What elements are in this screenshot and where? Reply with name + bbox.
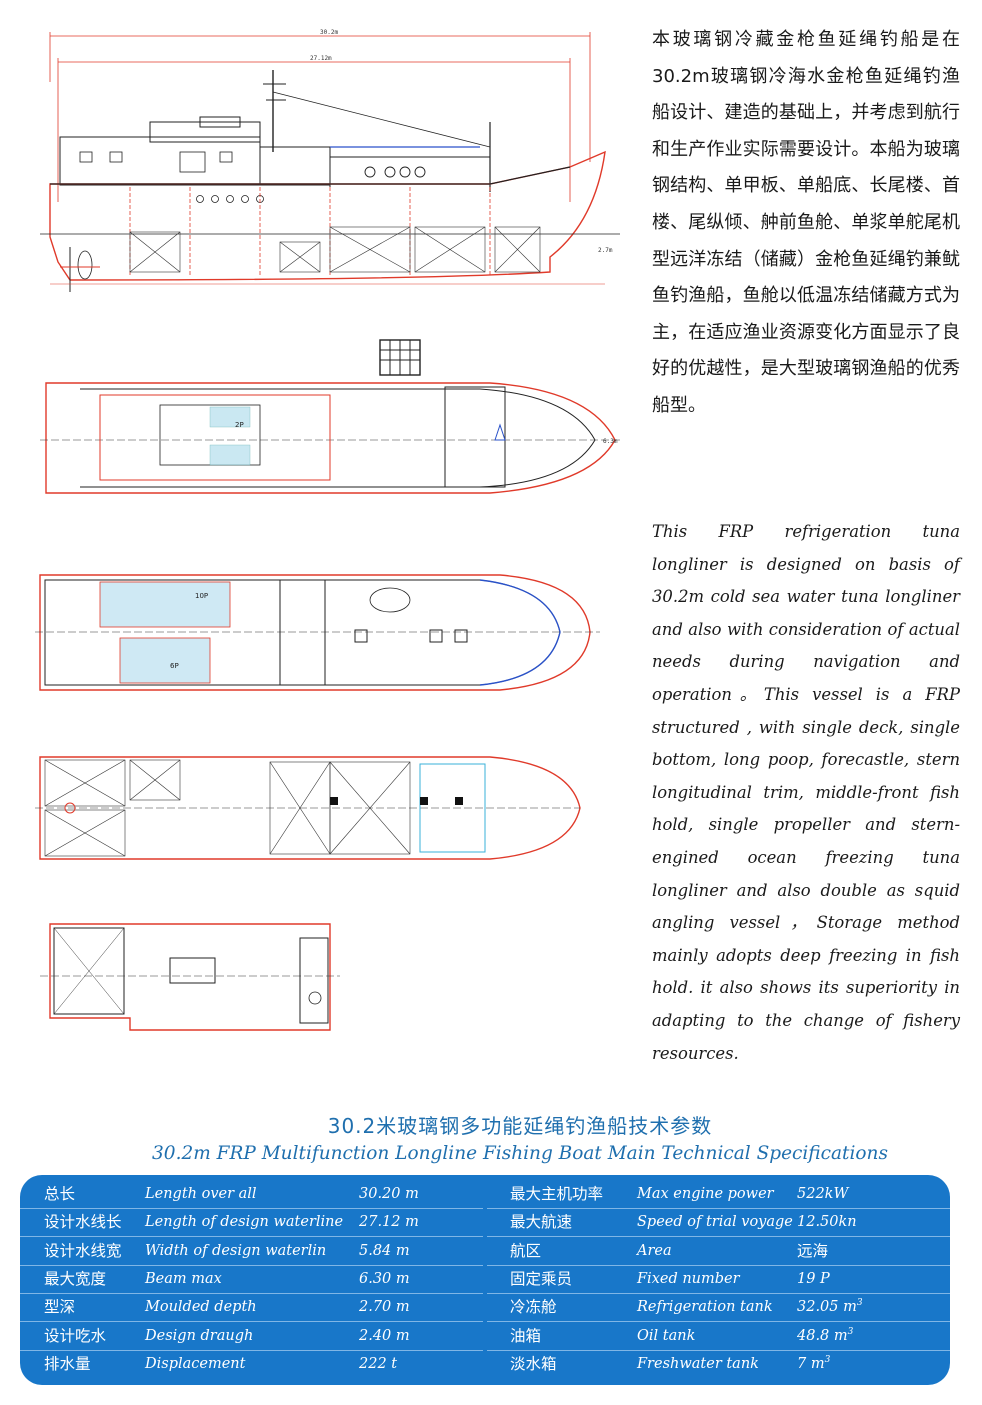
spec-label-zh: 排水量 [44, 1354, 91, 1373]
spec-row: 设计吃水 Design draugh 2.40 m [20, 1323, 483, 1351]
deck-plan-upper-svg: 2P 6.3m [40, 339, 620, 494]
unit-superscript: 3 [824, 1354, 831, 1365]
spec-row: 最大宽度 Beam max 6.30 m [20, 1266, 483, 1294]
hold-plan-svg [35, 756, 581, 860]
spec-label-zh: 最大主机功率 [510, 1185, 604, 1203]
spec-label-zh: 设计吃水 [44, 1326, 107, 1345]
spec-row: 型深 Moulded depth 2.70 m [20, 1294, 483, 1323]
unit-superscript: 3 [847, 1326, 854, 1337]
dim-depth-label: 2.7m [598, 247, 613, 254]
description-english: This FRP refrigeration tuna longliner is… [652, 522, 960, 1063]
dim-total-label: 30.2m [320, 29, 338, 36]
dim-beam-label: 6.3m [603, 438, 618, 445]
description-chinese: 本玻璃钢冷藏金枪鱼延绳钓船是在30.2m玻璃钢冷海水金枪鱼延绳钓渔船设计、建造的… [652, 29, 960, 416]
spec-label-zh: 冷冻舱 [510, 1298, 557, 1317]
spec-value: 远海 [797, 1241, 829, 1260]
wheelhouse-plan [30, 918, 350, 1038]
cabin-10p-label: 10P [195, 592, 208, 600]
spec-table-left: 总长 Length over all 30.20 m 设计水线长 Length of d… [20, 1181, 483, 1379]
cabin-6p-label: 6P [170, 662, 179, 670]
spec-value: 522kW [797, 1186, 849, 1202]
spec-value: 2.40 m [359, 1327, 410, 1344]
spec-label-zh: 最大宽度 [44, 1269, 107, 1288]
spec-label-zh: 航区 [510, 1241, 542, 1260]
spec-value: 222 t [359, 1355, 398, 1372]
spec-label-en: Max engine power [637, 1186, 774, 1202]
spec-label-en: Area [637, 1242, 672, 1259]
spec-value: 5.84 m [359, 1242, 410, 1259]
spec-value: 7 m3 [797, 1354, 831, 1372]
spec-label-en: Speed of trial voyage [637, 1214, 793, 1231]
spec-table: 总长 Length over all 30.20 m 设计水线长 Length of d… [20, 1175, 950, 1385]
dim-waterline-label: 27.12m [310, 55, 332, 62]
spec-row: 淡水箱 Freshwater tank 7 m3 [487, 1351, 950, 1378]
spec-label-en: Oil tank [637, 1327, 696, 1344]
profile-svg: 30.2m 27.12m [40, 29, 620, 292]
spec-label-en: Refrigeration tank [637, 1299, 773, 1316]
spec-label-en: Length of design waterline [145, 1214, 344, 1231]
spec-value: 6.30 m [359, 1270, 410, 1287]
spec-label-en: Displacement [145, 1355, 246, 1372]
spec-label-en: Width of design waterlin [145, 1242, 327, 1259]
spec-value: 12.50kn [797, 1214, 857, 1231]
hold-plan [30, 752, 585, 864]
spec-title-chinese: 30.2米玻璃钢多功能延绳钓渔船技术参数 [327, 1114, 713, 1138]
spec-value: 30.20 m [359, 1186, 419, 1202]
wheelhouse-plan-svg [40, 923, 340, 1031]
spec-table-right: 最大主机功率 Max engine power 522kW 最大航速 Speed of … [487, 1181, 950, 1379]
spec-value: 32.05 m3 [797, 1298, 863, 1316]
spec-label-en: Moulded depth [145, 1299, 257, 1316]
deck-plan-upper: 2P 6.3m [30, 335, 630, 500]
profile-drawing: 30.2m 27.12m [30, 22, 630, 300]
spec-value: 48.8 m3 [797, 1326, 854, 1344]
deck-plan-main: 10P 6P [30, 570, 605, 695]
spec-label-en: Freshwater tank [637, 1355, 759, 1372]
spec-label-zh: 设计水线宽 [44, 1241, 122, 1260]
spec-label-zh: 总长 [44, 1185, 76, 1203]
spec-value: 27.12 m [359, 1214, 419, 1231]
spec-value: 2.70 m [359, 1299, 410, 1316]
spec-label-en: Length over all [145, 1186, 257, 1202]
cabin-2p-label: 2P [235, 421, 244, 429]
spec-label-zh: 最大航速 [510, 1213, 573, 1232]
spec-row: 总长 Length over all 30.20 m [20, 1181, 483, 1209]
spec-row: 固定乘员 Fixed number 19 P [487, 1266, 950, 1294]
spec-label-zh: 固定乘员 [510, 1269, 573, 1288]
spec-row: 航区 Area 远海 [487, 1238, 950, 1266]
spec-label-en: Beam max [145, 1270, 222, 1287]
spec-row: 油箱 Oil tank 48.8 m3 [487, 1323, 950, 1351]
spec-row: 最大主机功率 Max engine power 522kW [487, 1181, 950, 1209]
spec-row: 设计水线长 Length of design waterline 27.12 m [20, 1209, 483, 1238]
spec-title-english: 30.2m FRP Multifunction Longline Fishing… [152, 1143, 888, 1164]
spec-label-zh: 油箱 [510, 1326, 542, 1345]
spec-label-en: Fixed number [637, 1270, 740, 1287]
spec-row: 排水量 Displacement 222 t [20, 1351, 483, 1378]
spec-value: 19 P [797, 1270, 830, 1287]
spec-row: 设计水线宽 Width of design waterlin 5.84 m [20, 1238, 483, 1266]
spec-label-zh: 型深 [44, 1298, 76, 1317]
spec-label-zh: 淡水箱 [510, 1354, 557, 1373]
spec-label-en: Design draugh [145, 1327, 254, 1344]
spec-row: 冷冻舱 Refrigeration tank 32.05 m3 [487, 1294, 950, 1323]
unit-superscript: 3 [856, 1298, 863, 1309]
spec-label-zh: 设计水线长 [44, 1213, 122, 1232]
deck-plan-main-svg: 10P 6P [35, 574, 600, 691]
